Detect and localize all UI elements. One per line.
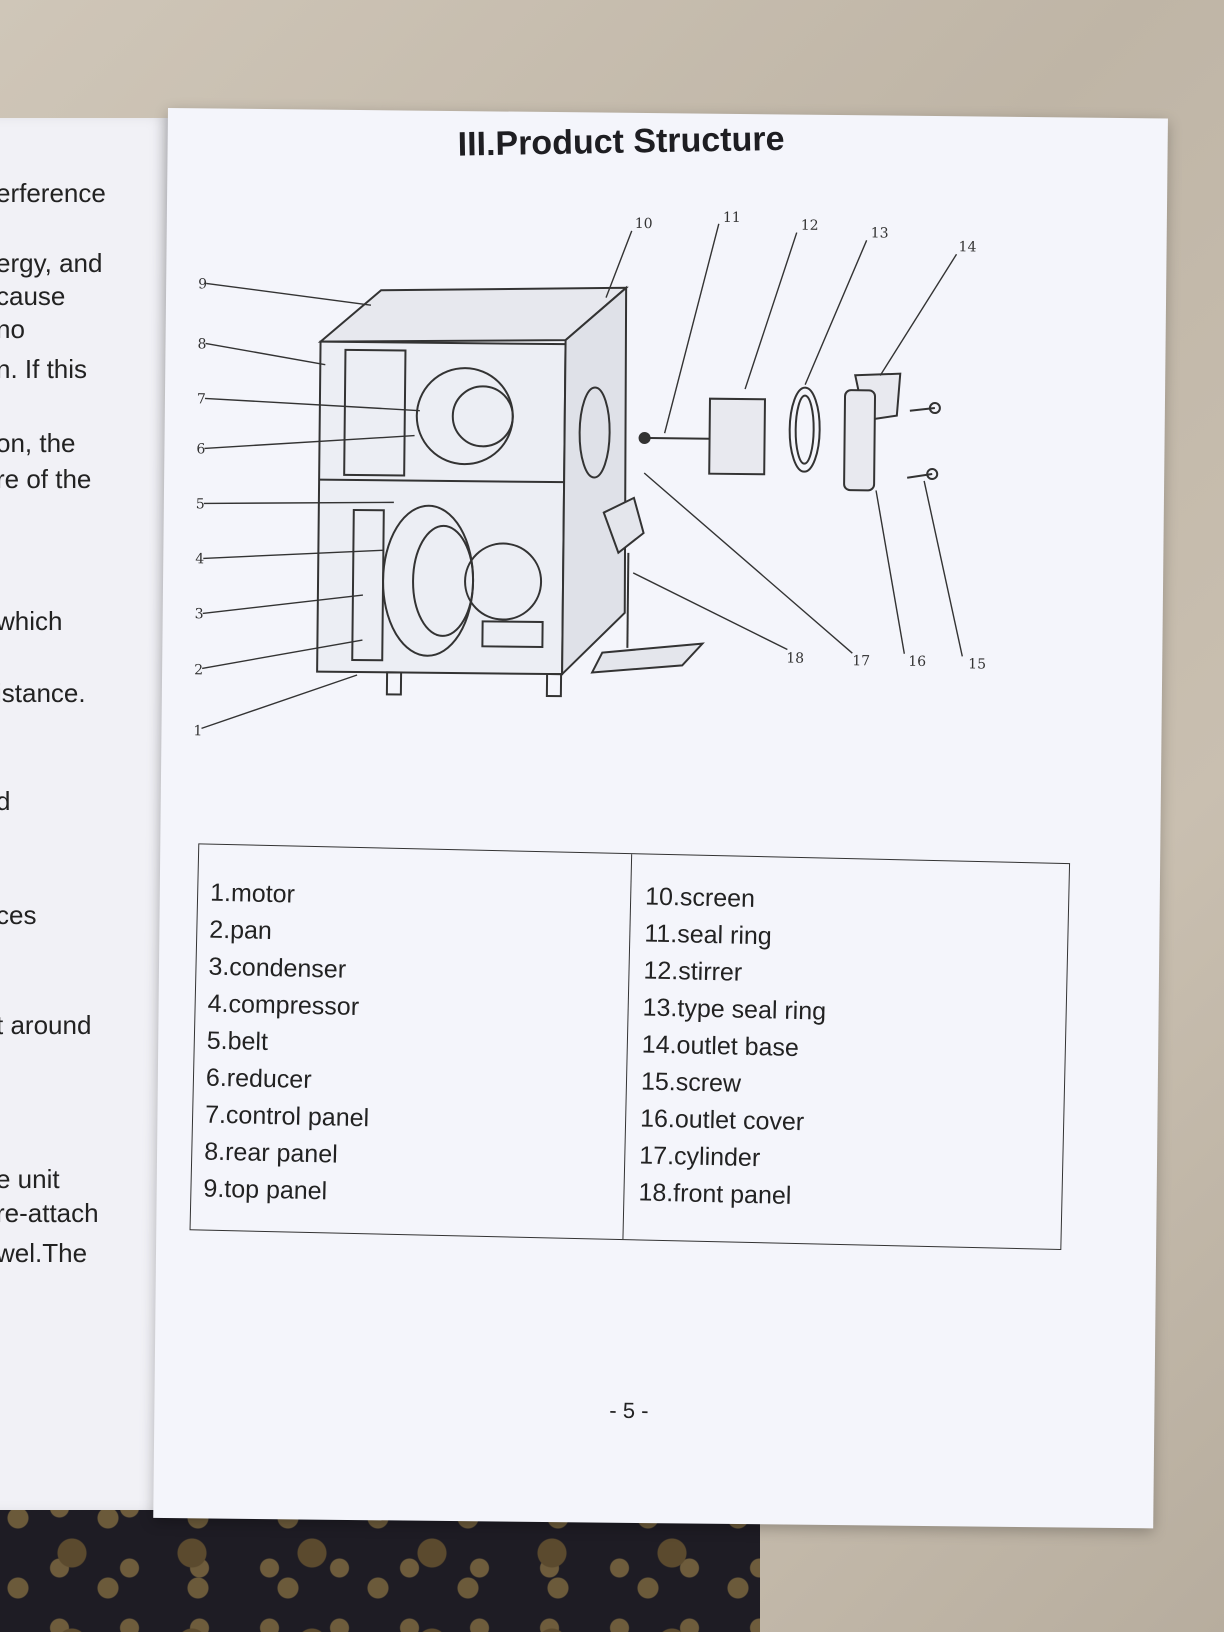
product-structure-diagram: 1 2 3 4 5 6 7 8 9 10 11 12 13 14 15 16 1… xyxy=(193,210,986,740)
left-page-line: istance. xyxy=(0,678,86,708)
part-item: 18.front panel xyxy=(638,1178,792,1210)
part-item: 6.reducer xyxy=(205,1063,312,1094)
part-item: 12.stirrer xyxy=(643,956,743,987)
callout-label: 5 xyxy=(196,496,205,512)
left-page-line: ces xyxy=(0,900,37,930)
front-tray xyxy=(590,642,705,674)
left-page-line: re of the xyxy=(0,464,92,494)
parts-table: 1.motor 2.pan 3.condenser 4.compressor 5… xyxy=(189,843,1071,1251)
left-page-line: t around xyxy=(0,1010,92,1040)
part-item: 17.cylinder xyxy=(639,1141,761,1173)
callout-label: 18 xyxy=(786,651,804,667)
callout-label: 12 xyxy=(801,218,819,234)
left-page-line: wel.The xyxy=(0,1238,88,1268)
part-item: 2.pan xyxy=(209,915,273,946)
callout-label: 6 xyxy=(196,441,205,457)
parts-column-left: 1.motor 2.pan 3.condenser 4.compressor 5… xyxy=(190,844,633,1240)
cylinder-part xyxy=(843,389,877,492)
callout-label: 15 xyxy=(968,656,986,672)
part-item: 9.top panel xyxy=(203,1174,328,1206)
part-item: 13.type seal ring xyxy=(642,993,827,1026)
left-page-line: erference xyxy=(0,178,106,208)
part-item: 8.rear panel xyxy=(203,1137,339,1169)
callout-label: 8 xyxy=(197,336,206,352)
left-page-line: re-attach xyxy=(0,1198,99,1228)
part-item: 16.outlet cover xyxy=(639,1104,805,1137)
callout-label: 13 xyxy=(871,225,889,241)
part-item: 10.screen xyxy=(644,882,756,913)
callout-label: 10 xyxy=(635,216,653,232)
left-page-line: which xyxy=(0,606,63,636)
part-item: 15.screw xyxy=(640,1067,742,1098)
callout-label: 11 xyxy=(723,210,741,226)
left-page-line: ergy, and xyxy=(0,248,103,278)
part-item: 5.belt xyxy=(206,1026,269,1056)
seal-ring-part xyxy=(788,386,821,473)
callout-label: 1 xyxy=(193,723,202,739)
callout-label: 16 xyxy=(908,654,926,670)
callout-label: 2 xyxy=(194,662,203,678)
side-panel-shape xyxy=(561,285,628,677)
page-number: - 5 - xyxy=(609,1397,649,1424)
part-item: 1.motor xyxy=(209,878,296,909)
parts-column-right: 10.screen 11.seal ring 12.stirrer 13.typ… xyxy=(623,854,1069,1249)
callout-label: 4 xyxy=(195,551,204,567)
left-page: erference ergy, and cause no n. If this … xyxy=(0,118,172,1510)
part-item: 7.control panel xyxy=(204,1100,370,1133)
left-page-line: d xyxy=(0,786,11,816)
left-page-line: cause xyxy=(0,281,66,311)
left-page-line: e unit xyxy=(0,1164,60,1194)
left-page-line: n. If this xyxy=(0,354,88,384)
screw-parts xyxy=(907,402,941,481)
part-item: 11.seal ring xyxy=(644,919,773,951)
stirrer-part xyxy=(708,397,766,476)
callout-label: 3 xyxy=(195,606,204,622)
callout-label: 14 xyxy=(959,239,977,255)
callout-label: 17 xyxy=(852,653,870,669)
part-item: 14.outlet base xyxy=(641,1030,800,1063)
motor-shape xyxy=(464,542,543,621)
front-opening xyxy=(578,386,611,479)
part-item: 4.compressor xyxy=(207,989,360,1022)
left-page-line: on, the xyxy=(0,428,76,458)
left-page-line: no xyxy=(0,314,25,344)
manual-page: III.Product Structure xyxy=(153,108,1168,1529)
part-item: 3.condenser xyxy=(208,952,347,984)
callout-label: 7 xyxy=(197,391,206,407)
condenser-shape xyxy=(351,508,385,662)
screen-part xyxy=(638,432,651,445)
callout-label: 9 xyxy=(198,276,207,292)
